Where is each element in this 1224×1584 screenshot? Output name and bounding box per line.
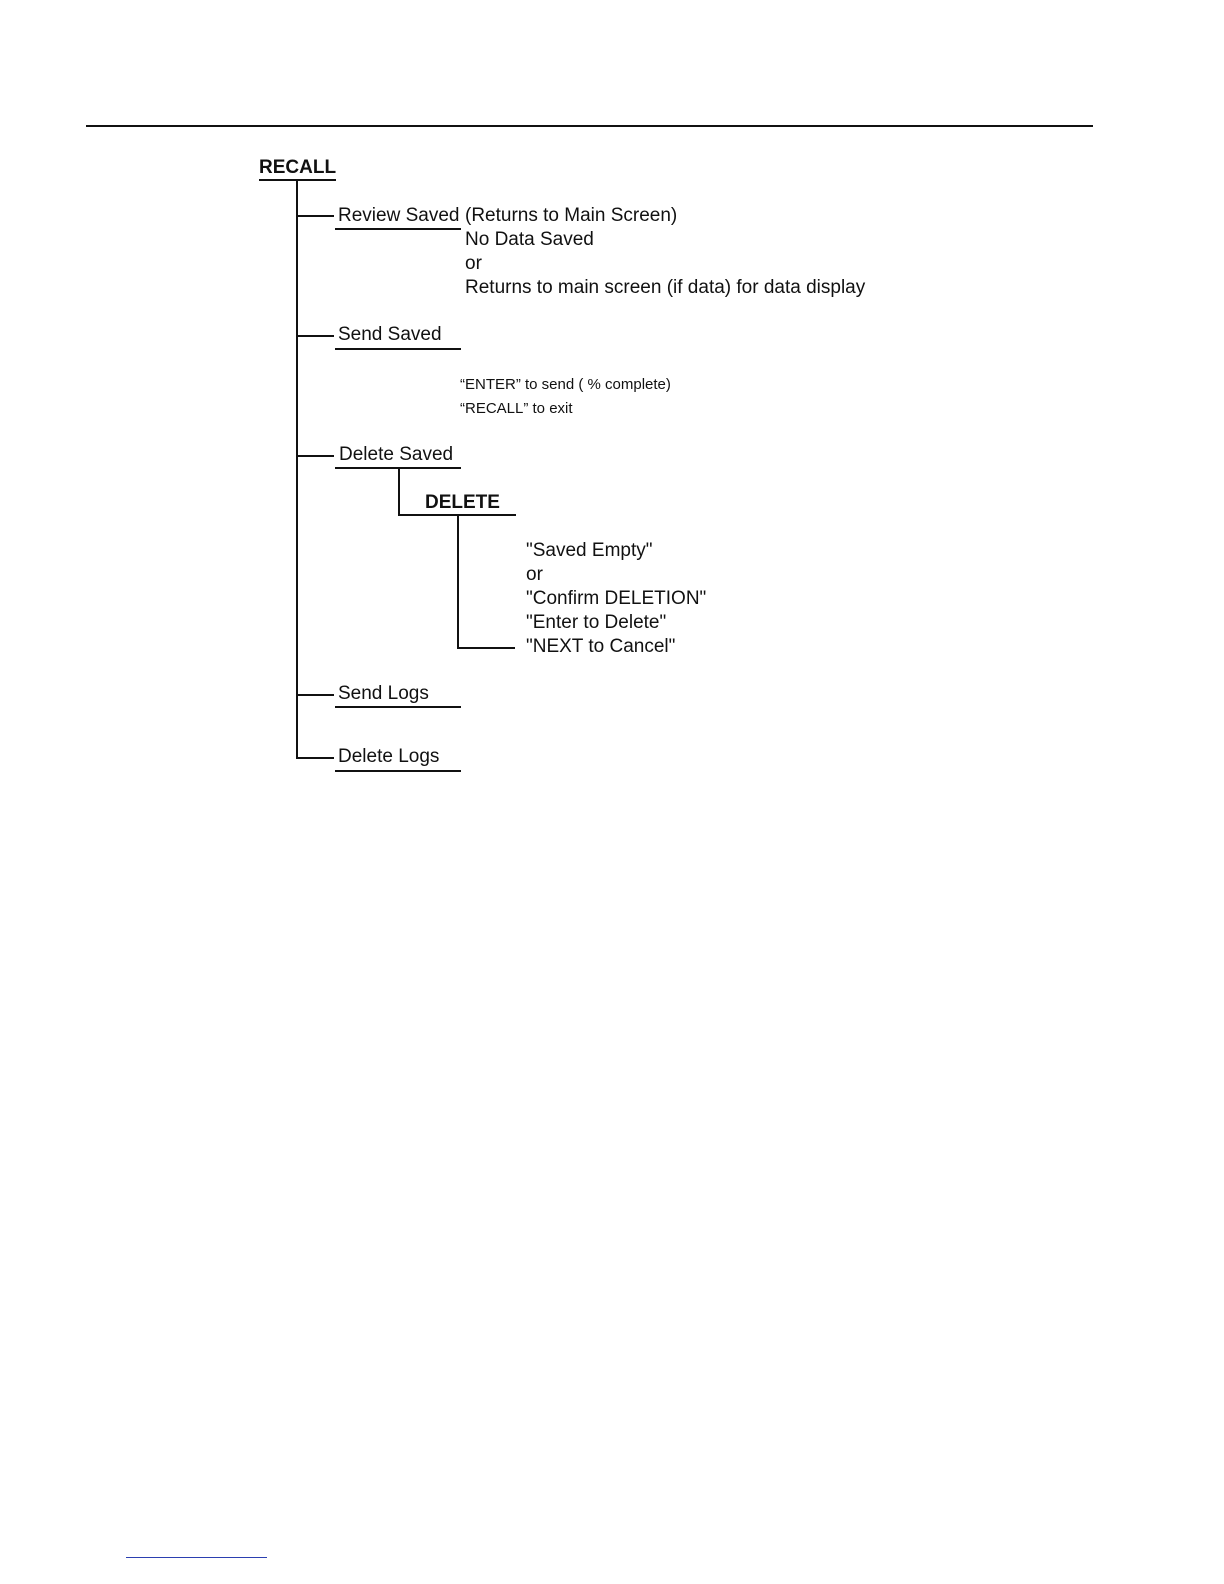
branch-connector-send-saved [297,335,334,337]
delete-heading: DELETE [425,492,500,514]
delete-note-5: "NEXT to Cancel" [526,636,675,658]
delete-note-2: or [526,564,543,586]
footer-link-underline[interactable] [126,1557,267,1558]
review-saved-note-3: Returns to main screen (if data) for dat… [465,277,865,299]
send-saved-note-1: “ENTER” to send ( % complete) [460,376,671,393]
menu-item-underline-send-saved [335,348,461,350]
menu-item-delete-saved: Delete Saved [339,444,453,466]
menu-item-underline-send-logs [335,706,461,708]
root-heading: RECALL [259,157,336,179]
branch-connector-delete-saved [297,455,334,457]
delete-note-4: "Enter to Delete" [526,612,666,634]
menu-item-delete-logs: Delete Logs [338,746,439,768]
menu-item-send-logs: Send Logs [338,683,429,705]
delete-subbranch-vertical [398,468,400,516]
tree-trunk [296,181,298,759]
menu-item-underline-review-saved [335,228,461,230]
review-saved-note-1: No Data Saved [465,229,594,251]
review-saved-suffix: (Returns to Main Screen) [465,205,677,227]
menu-item-review-saved: Review Saved [338,205,459,227]
send-saved-note-2: “RECALL” to exit [460,400,573,417]
branch-connector-delete-logs [297,757,334,759]
delete-note-1: "Saved Empty" [526,540,653,562]
menu-item-send-saved: Send Saved [338,324,442,346]
branch-connector-send-logs [297,694,334,696]
branch-connector-review-saved [297,215,334,217]
delete-note-3: "Confirm DELETION" [526,588,706,610]
review-saved-note-2: or [465,253,482,275]
delete-child-vertical [457,516,459,649]
menu-item-underline-delete-logs [335,770,461,772]
delete-child-horizontal [457,647,515,649]
page-top-rule [86,125,1093,127]
